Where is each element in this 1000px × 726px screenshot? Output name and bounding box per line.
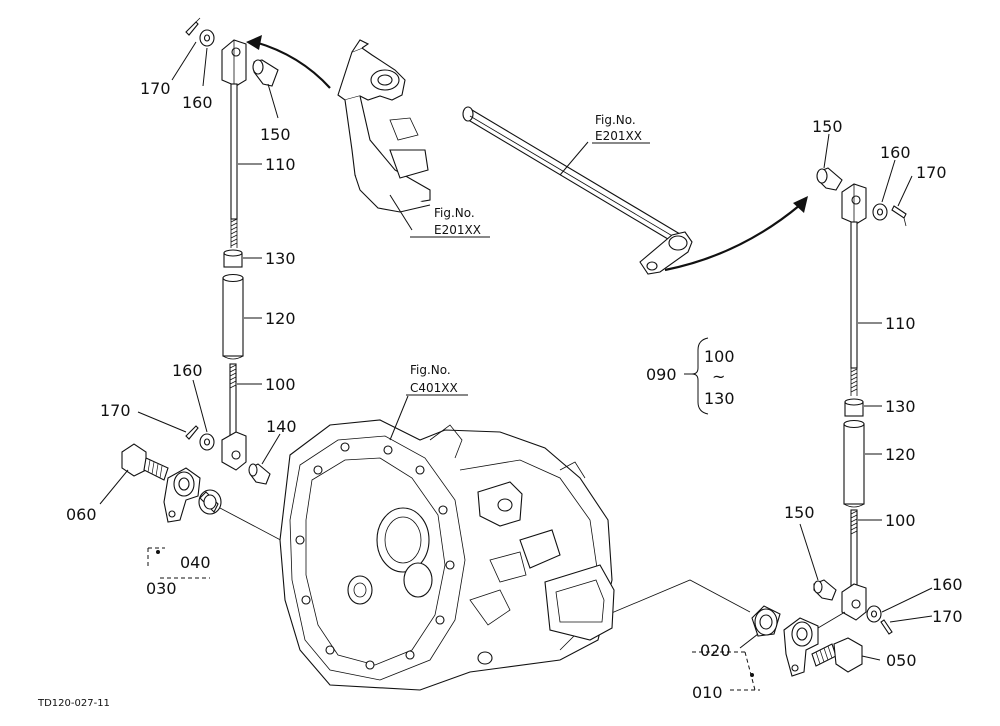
fig-ref-line1: Fig.No. [595,113,636,127]
label-130-left: 130 [265,249,296,268]
linkage-shaft [337,39,693,275]
drawing-code: TD120-027-11 [37,698,110,709]
label-140-left: 140 [266,417,297,436]
fig-ref-case: Fig.No. C401XX [406,363,468,396]
label-160-left-top: 160 [182,93,213,112]
label-150-left: 150 [260,125,291,144]
leader-lines [99,41,933,661]
label-150-right-top: 150 [812,117,843,136]
label-170-right-top: 170 [916,163,947,182]
label-040-left: 040 [180,553,211,572]
label-120-left: 120 [265,309,296,328]
label-150-right-mid: 150 [784,503,815,522]
motion-arrows [246,35,808,272]
label-020-right: 020 [700,641,731,660]
label-100-left: 100 [265,375,296,394]
label-130-right: 130 [885,397,916,416]
label-170-left-top: 170 [140,79,171,98]
label-030-left: 030 [146,579,177,598]
fig-ref-line1: Fig.No. [434,206,475,220]
kit-range-separator: ~ [712,367,725,386]
label-160-right-top: 160 [880,143,911,162]
fig-ref-pedal: Fig.No. E201XX [410,206,490,238]
label-170-left-mid: 170 [100,401,131,420]
fig-ref-line1: Fig.No. [410,363,451,377]
kit-range-start: 100 [704,347,735,366]
kit-code: 090 [646,365,677,384]
figure-references: Fig.No. E201XX Fig.No. E201XX Fig.No. C4… [406,113,650,396]
right-rod-assembly [487,167,907,691]
fig-ref-line2: E201XX [595,129,642,143]
right-part-labels: 150 160 170 110 130 120 150 100 160 170 … [692,117,963,702]
fig-ref-line2: E201XX [434,223,481,237]
left-part-labels: 170 160 150 110 130 120 160 100 170 140 … [66,79,297,598]
kit-range-end: 130 [704,389,735,408]
transmission-case [279,419,615,691]
label-050-right: 050 [886,651,917,670]
label-160-right-mid: 160 [932,575,963,594]
label-100-right: 100 [885,511,916,530]
label-110-left: 110 [265,155,296,174]
label-160-left-mid: 160 [172,361,203,380]
left-rod-assembly [121,17,291,579]
kit-label: 090 100 ~ 130 [646,347,735,408]
fig-ref-line2: C401XX [410,381,458,395]
label-110-right: 110 [885,314,916,333]
label-060-left: 060 [66,505,97,524]
label-170-right-mid: 170 [932,607,963,626]
fig-ref-shaft: Fig.No. E201XX [592,113,650,144]
label-010-right: 010 [692,683,723,702]
label-120-right: 120 [885,445,916,464]
